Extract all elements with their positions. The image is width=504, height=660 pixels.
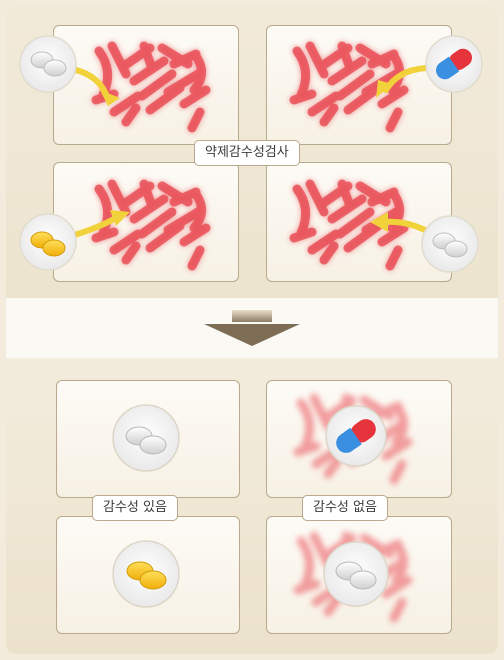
white-tablet-icon <box>112 404 180 472</box>
diagram-frame: 약제감수성검사 감수성 있음 감수성 없음 <box>6 6 498 654</box>
panel-test-white-pill <box>53 25 239 145</box>
bacteria-cluster <box>96 184 206 266</box>
white-tablet-icon <box>19 35 77 93</box>
label-susceptibility-test: 약제감수성검사 <box>194 140 300 166</box>
white-tablet-icon <box>421 215 479 273</box>
label-sensitive: 감수성 있음 <box>92 495 178 521</box>
arrowhead <box>370 212 388 232</box>
label-resistant: 감수성 없음 <box>302 495 388 521</box>
down-arrow-icon <box>204 310 300 346</box>
arrowhead <box>100 90 120 106</box>
illustration-layer <box>19 35 483 654</box>
arrowhead <box>110 210 130 226</box>
bacteria-cluster <box>96 46 206 128</box>
arrowhead <box>376 80 392 98</box>
yellow-tablet-icon <box>19 213 77 271</box>
white-tablet-icon <box>323 541 389 607</box>
red-blue-capsule-icon <box>325 405 387 467</box>
red-blue-capsule-icon <box>425 35 483 93</box>
yellow-tablet-icon <box>112 540 180 608</box>
